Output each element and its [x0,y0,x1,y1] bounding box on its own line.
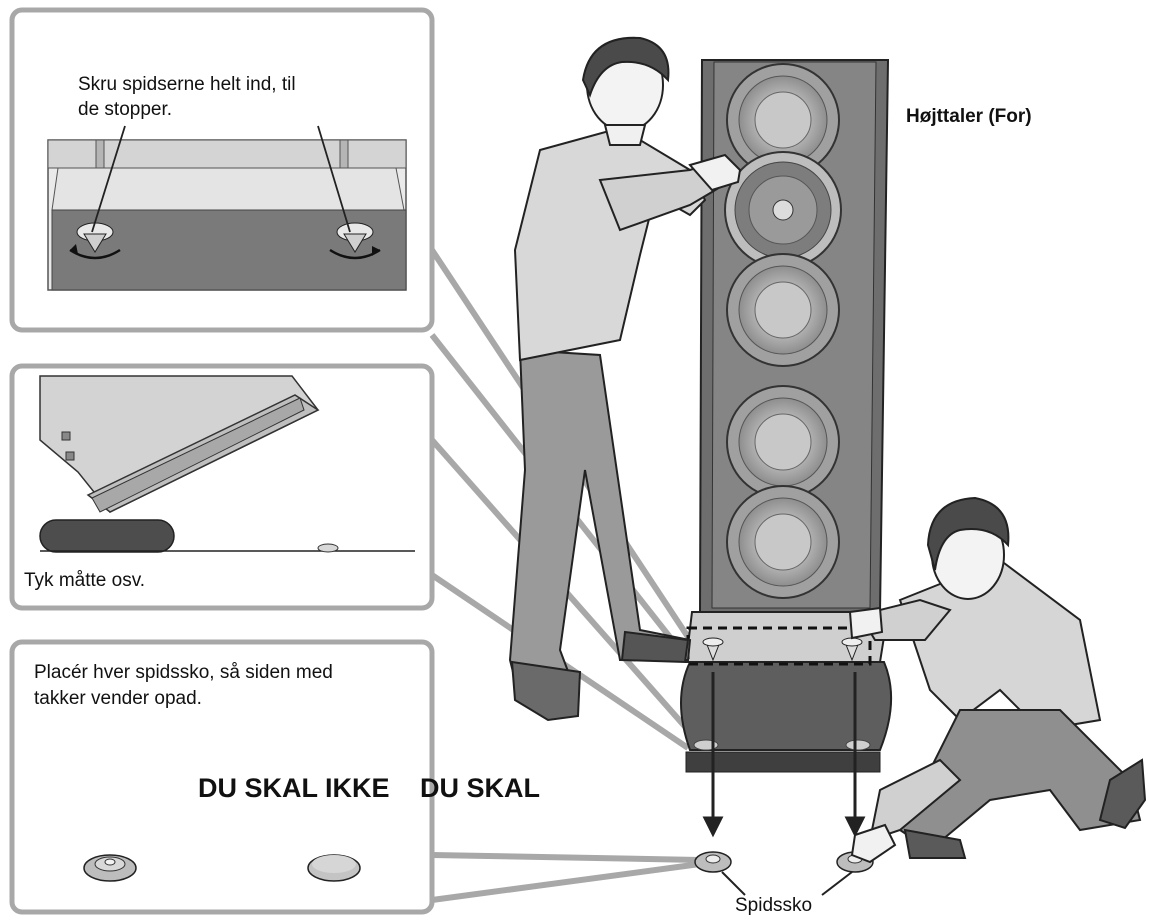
callout-panel-place-shoes [9,639,435,915]
callout-panel-tighten-spikes [9,7,435,333]
panel2-caption: Tyk måtte osv. [24,570,146,591]
spike-shoe-pointer [721,871,853,896]
woofer-icon [726,253,840,367]
panel1-instruction-line1: Skru spidserne helt ind, til [78,74,296,95]
callout-panel-thick-mat [9,363,435,611]
dont-label: DU SKAL IKKE [198,773,390,803]
speaker-label: Højttaler (For) [906,106,1032,127]
tweeter-icon [724,151,842,269]
spike-shoe-wrong-icon [307,854,361,882]
tall-speaker [680,59,893,773]
panel1-instruction-line2: de stopper. [78,99,173,120]
kneeling-person-figure [848,496,1147,864]
spike-shoe-correct-icon [83,854,137,882]
panel3-instruction-line1: Placér hver spidssko, så siden med [34,662,333,683]
panel3-instruction-line2: takker vender opad. [34,688,202,709]
spike-shoe-icon [694,851,732,873]
woofer-icon [726,385,840,499]
spike-icon [329,222,381,260]
standing-person-figure [508,36,742,722]
down-arrow-icon [702,672,724,838]
spike-shoe-label: Spidssko [735,895,813,916]
woofer-icon [726,485,840,599]
do-label: DU SKAL [420,773,540,803]
woofer-icon [726,63,840,177]
down-arrow-icon [844,672,866,838]
